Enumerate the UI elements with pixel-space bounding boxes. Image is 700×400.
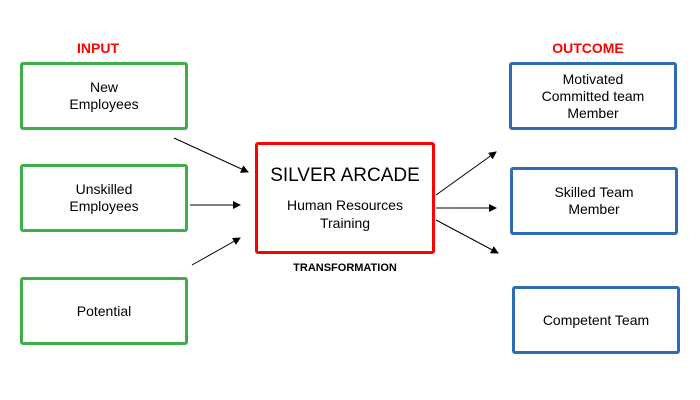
center-box-silver-arcade: SILVER ARCADE Human Resources Training [255,142,435,254]
center-subtitle: Human Resources Training [287,196,403,231]
outcome-box-skilled-team: Skilled Team Member [510,167,678,235]
outcome-heading: OUTCOME [552,40,624,56]
arrow-potential-to-center [191,237,241,266]
input-box-new-employees: New Employees [20,62,188,130]
outcome-box-competent-team: Competent Team [512,286,680,354]
arrow-center-to-motivated [435,151,497,196]
input-heading: INPUT [77,40,119,56]
outcome-box-motivated-committed: Motivated Committed team Member [509,62,677,130]
arrow-new-employees-to-center [173,137,249,173]
input-box-unskilled-employees: Unskilled Employees [20,164,188,232]
arrow-center-to-competent [435,219,499,254]
center-title: SILVER ARCADE [270,164,420,186]
transformation-label: TRANSFORMATION [293,262,397,274]
input-box-potential: Potential [20,277,188,345]
